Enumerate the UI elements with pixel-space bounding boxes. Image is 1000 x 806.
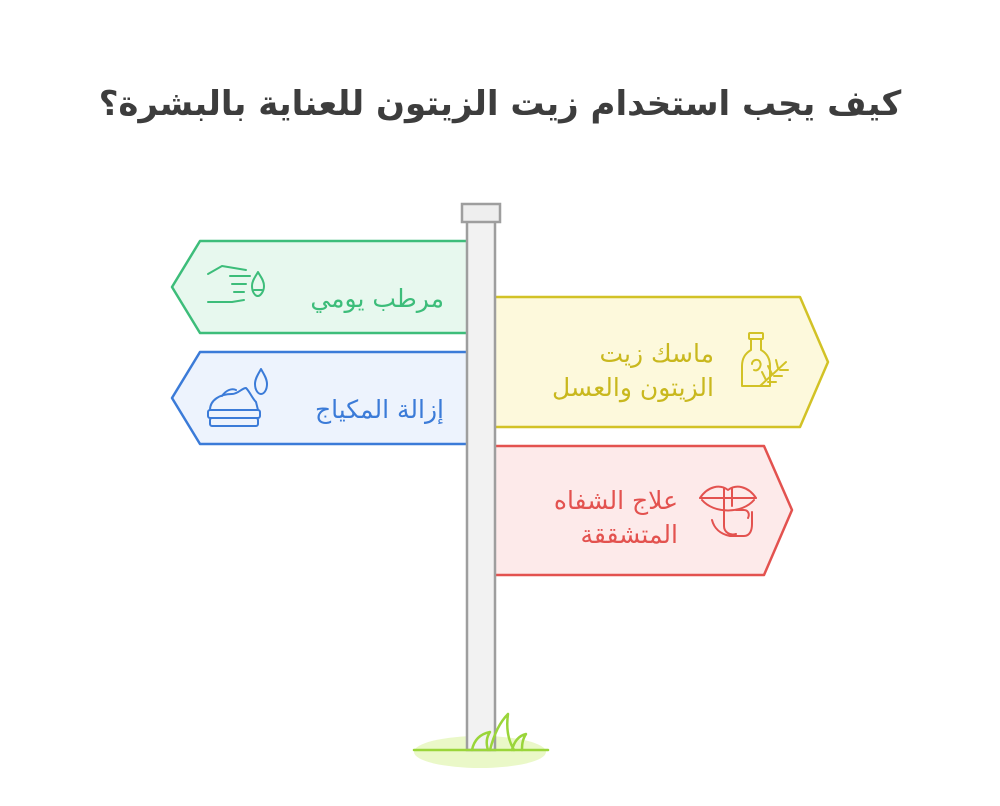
sign-label-daily-moisturizer: مرطب يومي [280, 282, 444, 316]
label-line-1: علاج الشفاه [553, 486, 678, 515]
diagram-title: كيف يجب استخدام زيت الزيتون للعناية بالب… [98, 84, 902, 124]
signpost-pole [460, 202, 502, 752]
label-text: مرطب يومي [310, 284, 444, 313]
label-line-1: ماسك زيت [599, 339, 714, 368]
hand-drop-icon [207, 265, 265, 303]
label-line-2: الزيتون والعسل [551, 373, 714, 402]
sign-olive-honey-mask [496, 295, 830, 429]
grass-icon [412, 712, 550, 752]
label-text: إزالة المكياج [314, 395, 444, 424]
sign-label-cracked-lips: علاج الشفاه المتشققة [510, 484, 678, 552]
label-line-2: المتشققة [580, 520, 678, 549]
oil-bottle-icon [741, 332, 789, 387]
sign-label-makeup-removal: إزالة المكياج [278, 393, 444, 427]
sign-daily-moisturizer [170, 239, 466, 335]
sign-label-olive-honey-mask: ماسك زيت الزيتون والعسل [508, 337, 714, 405]
cream-drop-icon [207, 368, 268, 427]
sign-cracked-lips [496, 444, 794, 577]
lips-finger-icon [699, 485, 757, 537]
sign-makeup-removal [170, 350, 466, 446]
